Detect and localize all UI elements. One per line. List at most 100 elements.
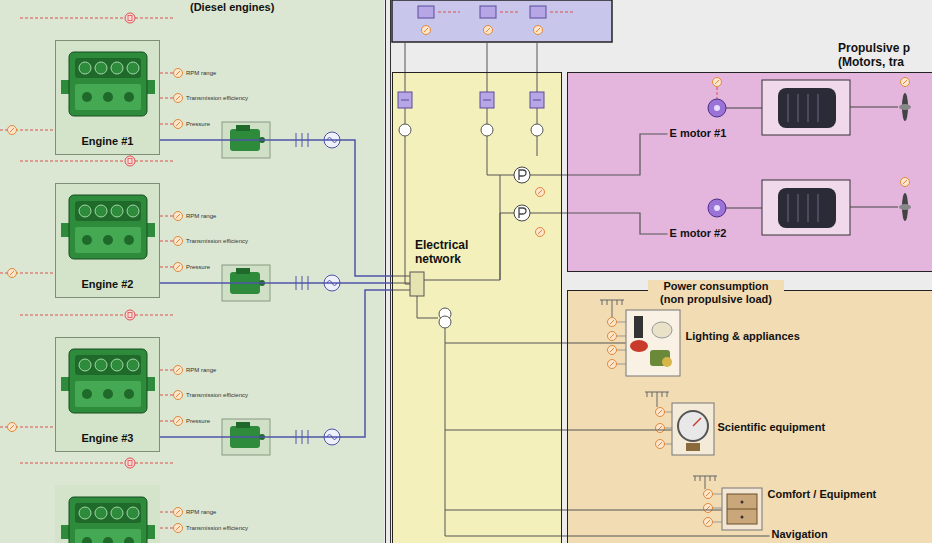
load-drawing	[741, 516, 744, 519]
control-box	[438, 12, 575, 13]
motor-label: E motor #1	[670, 127, 727, 140]
engine-box: Engine #3	[55, 337, 160, 452]
network-wiring	[530, 175, 562, 213]
control-box	[534, 26, 543, 35]
network-wiring	[417, 296, 438, 318]
load-label: Navigation	[772, 528, 828, 541]
parameter-label: Transmission efficiency	[186, 391, 248, 399]
load-drawing	[608, 360, 617, 369]
motor-node: E motor #1	[668, 127, 729, 140]
parameter-label: RPM range	[186, 69, 216, 77]
load-drawing	[662, 357, 672, 367]
network-symbols	[530, 92, 544, 108]
load-drawing	[693, 476, 717, 481]
engine-rows	[125, 458, 135, 468]
load-item: Scientific equipment	[672, 403, 828, 455]
power-line	[562, 134, 668, 175]
network-wiring	[481, 124, 493, 136]
propulsion-drawing	[708, 78, 911, 236]
panel-title: (Motors, tra	[838, 56, 904, 70]
load-drawing	[678, 411, 708, 441]
network-wiring	[439, 316, 451, 328]
load-label: Comfort / Equipment	[768, 488, 877, 501]
panel-grounds	[392, 72, 562, 543]
propulsion-drawing	[714, 205, 720, 211]
load-drawing	[727, 509, 757, 510]
propulsion-panel: E motor #1E motor #2Propulsive p(Motors,…	[567, 72, 932, 272]
parameter-label: Pressure	[186, 417, 210, 425]
network-wiring	[392, 42, 562, 536]
engine-label: Engine #2	[82, 278, 134, 291]
separator-lines	[390, 0, 391, 543]
panel-title: Propulsive p	[838, 42, 910, 56]
propulsion-drawing	[762, 180, 850, 235]
load-drawing	[704, 490, 713, 499]
propulsion-drawing	[708, 199, 726, 217]
load-item: Lighting & appliances	[626, 310, 802, 376]
load-drawing	[634, 316, 643, 338]
network-symbols	[514, 205, 530, 221]
load-drawing	[672, 403, 714, 455]
load-drawing	[608, 318, 617, 327]
engine-rows	[174, 508, 183, 517]
panel-title: Electrical network	[415, 239, 487, 267]
engine-label: Engine #1	[82, 135, 134, 148]
generation-panel: Engine #1 Engine #2 Engine #3 (Diesel engin…	[0, 0, 384, 543]
propulsion-drawing	[778, 188, 836, 228]
engine-box: Engine #1	[55, 40, 160, 155]
load-drawing	[608, 346, 617, 355]
load-drawing	[693, 418, 701, 426]
network-wiring	[405, 136, 410, 284]
load-drawing	[645, 392, 669, 397]
load-drawing	[722, 488, 762, 530]
load-label: Scientific equipment	[718, 421, 826, 434]
power-line	[160, 282, 392, 284]
load-drawing	[686, 443, 700, 451]
parameter-label: RPM range	[186, 212, 216, 220]
propulsion-drawing	[778, 88, 836, 128]
load-drawing	[626, 310, 680, 376]
load-item: Navigation	[770, 528, 830, 541]
load-drawing	[704, 518, 713, 527]
panel-title: (Diesel engines)	[190, 1, 274, 14]
network-wiring	[405, 108, 537, 124]
engine-rows	[0, 156, 340, 301]
load-item: Comfort / Equipment	[722, 488, 879, 530]
power-line	[562, 429, 672, 430]
parameter-label: Transmission efficiency	[186, 94, 248, 102]
propulsion-drawing	[901, 178, 910, 187]
load-drawing	[741, 501, 744, 504]
parameter-label: RPM range	[186, 508, 216, 516]
network-symbols	[536, 228, 545, 237]
motor-label: E motor #2	[670, 227, 727, 240]
control-box	[484, 26, 493, 35]
network-wiring	[537, 136, 538, 156]
separator-lines	[385, 0, 386, 543]
motor-node: E motor #2	[668, 227, 729, 240]
parameter-label: Transmission efficiency	[186, 237, 248, 245]
power-line	[160, 140, 392, 276]
control-box	[480, 6, 496, 18]
power-line	[160, 290, 392, 437]
network-wiring	[410, 272, 424, 296]
network-wiring	[405, 42, 537, 92]
engine-rows	[0, 13, 340, 158]
network-symbols	[398, 92, 545, 237]
power-line	[562, 342, 626, 343]
propulsion-drawing	[788, 94, 818, 222]
network-panel: Electrical network	[392, 72, 562, 543]
network-symbols	[480, 92, 494, 108]
load-drawing	[727, 494, 757, 524]
load-panel: Lighting & appliancesScientific equipmen…	[567, 290, 932, 543]
control-box	[392, 0, 612, 42]
network-wiring	[399, 124, 411, 136]
engine-rows	[55, 485, 160, 543]
parameter-label: Pressure	[186, 120, 210, 128]
power-line	[562, 213, 668, 234]
load-drawing	[656, 424, 665, 433]
panel-grounds	[0, 0, 384, 543]
propulsion-drawing	[899, 204, 911, 210]
propulsion-drawing	[708, 99, 726, 117]
